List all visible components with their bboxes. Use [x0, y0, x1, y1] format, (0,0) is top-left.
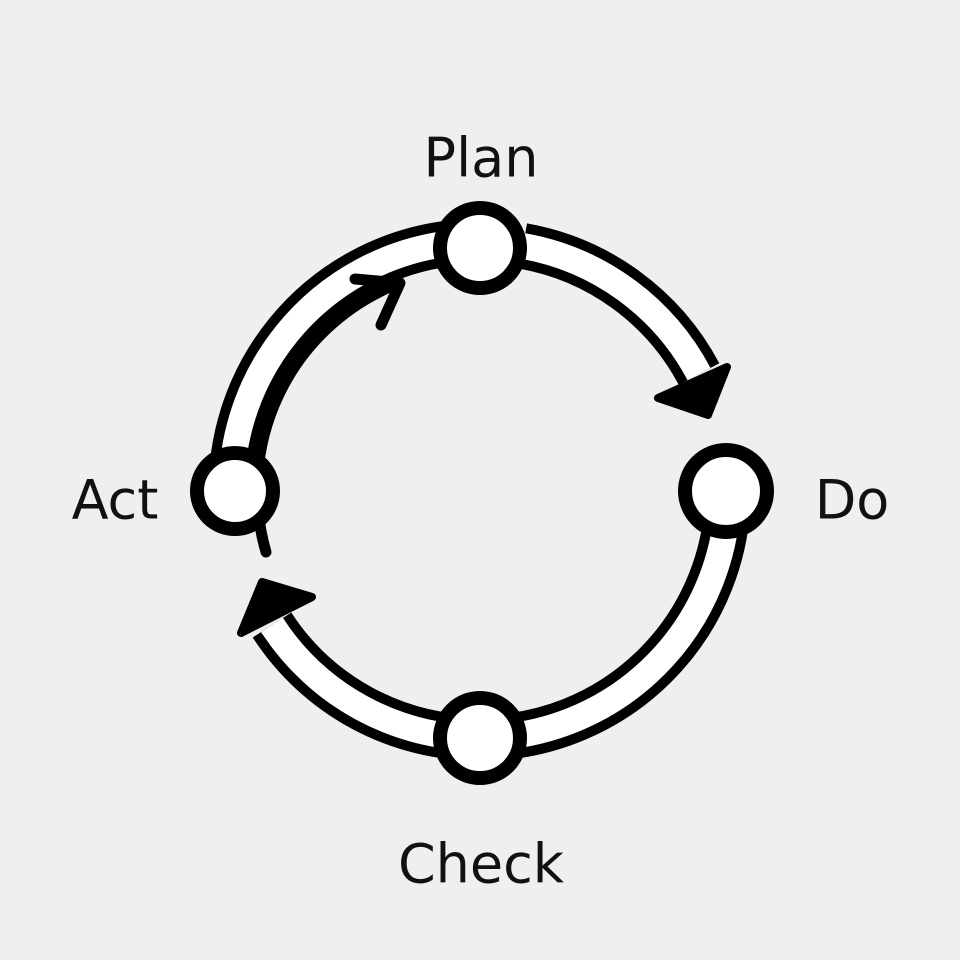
- node-check: [433, 691, 527, 785]
- label-plan: Plan: [423, 126, 539, 190]
- arrow-do-to-check: [479, 489, 751, 761]
- arrow-plan-to-do: [518, 223, 731, 419]
- node-act: [190, 446, 280, 536]
- node-do: [678, 443, 774, 539]
- label-act: Act: [71, 468, 159, 532]
- label-check: Check: [397, 832, 565, 896]
- label-do: Do: [814, 468, 890, 532]
- node-plan: [433, 201, 527, 295]
